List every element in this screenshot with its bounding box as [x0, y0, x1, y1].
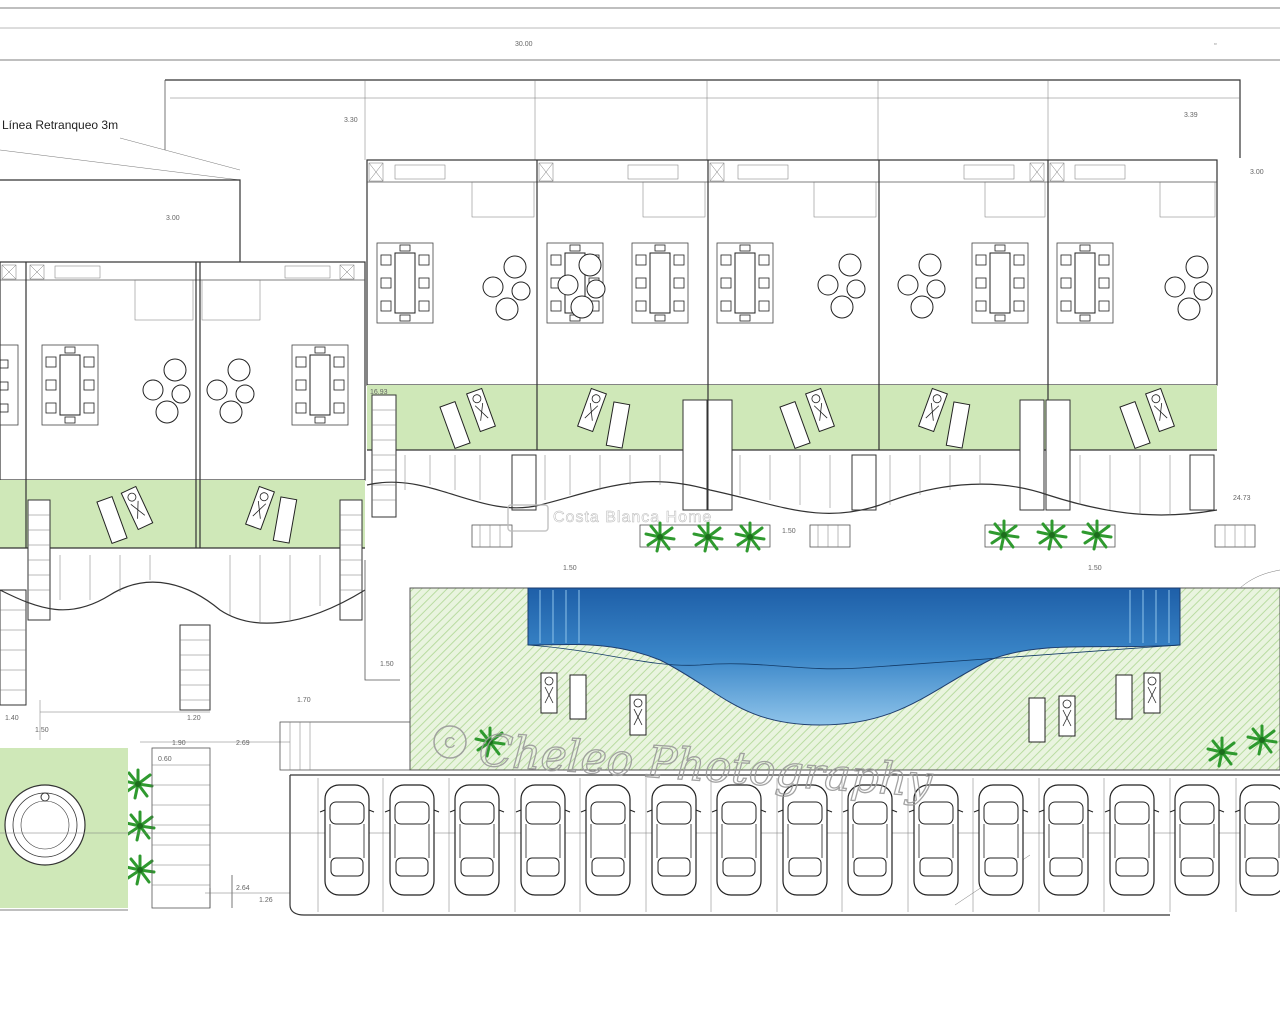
dining-table-icon [1056, 242, 1114, 324]
dim-3-00-right: 3.00 [1250, 169, 1264, 176]
pool-garden [409, 569, 1280, 771]
setback-diagonal [0, 149, 241, 181]
dim-1-90: 1.90 [172, 740, 186, 747]
dim-1-50-e: 1.50 [35, 727, 49, 734]
costa-blanca-home-watermark: Costa Blanca Home REAL ESTATE [507, 504, 712, 535]
staircase-icon [371, 394, 1215, 518]
dim-1-20: 1.20 [187, 715, 201, 722]
stair-treads [372, 409, 396, 501]
dim-1-50-b: 1.50 [563, 565, 577, 572]
dining-table-icon [716, 242, 774, 324]
dim-0-60: 0.60 [158, 756, 172, 763]
dim-1-50-c: 1.50 [1088, 565, 1102, 572]
round-table-icon [206, 358, 255, 424]
dim-16-93: 16.93 [370, 389, 388, 396]
wavy-balcony-edge [366, 481, 1218, 516]
round-table-icon [482, 255, 531, 321]
hot-tub-icon [4, 784, 86, 866]
pool-steps [539, 590, 1170, 643]
setback-line-label: Línea Retranqueo 3m [2, 118, 118, 132]
dim-1-50-a: 1.50 [782, 528, 796, 535]
brand-logo-icon [507, 504, 549, 532]
dim-1-50-d: 1.50 [380, 661, 394, 668]
dim-24-73: 24.73 [1233, 495, 1251, 502]
top-dimension-label: 30.00 [515, 41, 533, 48]
wavy-balcony-edge [0, 581, 366, 624]
partial-table-left [0, 344, 19, 426]
corner-marker: ▫ [1214, 41, 1216, 48]
sun-lounger-icon [540, 672, 558, 714]
dim-3-30: 3.30 [344, 117, 358, 124]
round-table-icon [142, 358, 191, 424]
lower-units [0, 261, 400, 740]
sun-lounger-icon [1143, 672, 1161, 714]
dining-table-icon [376, 242, 434, 324]
left-upper-outline [0, 179, 241, 262]
copyright-symbol: C [444, 735, 456, 752]
balcony-railings [404, 455, 1171, 515]
sun-lounger-icon [1058, 695, 1076, 737]
dining-table-icon [631, 242, 689, 324]
sun-lounger-icon [569, 674, 587, 720]
dining-table-icon [41, 344, 99, 426]
utility-area [0, 721, 411, 911]
copyright-icon [433, 725, 467, 759]
upper-units [366, 159, 1256, 548]
round-table-icon [897, 253, 946, 319]
brand-watermark-sub: REAL ESTATE [555, 529, 650, 535]
dim-3-39: 3.39 [1184, 112, 1198, 119]
lower-terrace-lawn [0, 480, 365, 548]
parking-area [0, 774, 1280, 916]
dim-2-64: 2.64 [236, 885, 250, 892]
dim-1-40: 1.40 [5, 715, 19, 722]
round-table-icon [1164, 255, 1213, 321]
upper-garden-partitions [364, 80, 1049, 160]
dining-table-icon [971, 242, 1029, 324]
sun-lounger-icon [1028, 697, 1046, 743]
sun-lounger-icon [629, 694, 647, 736]
dim-2-69: 2.69 [236, 740, 250, 747]
sun-lounger-icon [1115, 674, 1133, 720]
dim-1-26: 1.26 [259, 897, 273, 904]
dim-1-70: 1.70 [297, 697, 311, 704]
upper-block-outline [165, 79, 1241, 158]
setback-leader [119, 137, 241, 171]
parking-dividers [317, 778, 1237, 912]
dim-3-00-left: 3.00 [166, 215, 180, 222]
car-icon [319, 784, 1280, 896]
brand-watermark-main: Costa Blanca Home [553, 509, 712, 526]
swimming-pool [527, 587, 1181, 726]
round-table-icon [817, 253, 866, 319]
dining-table-icon [291, 344, 349, 426]
